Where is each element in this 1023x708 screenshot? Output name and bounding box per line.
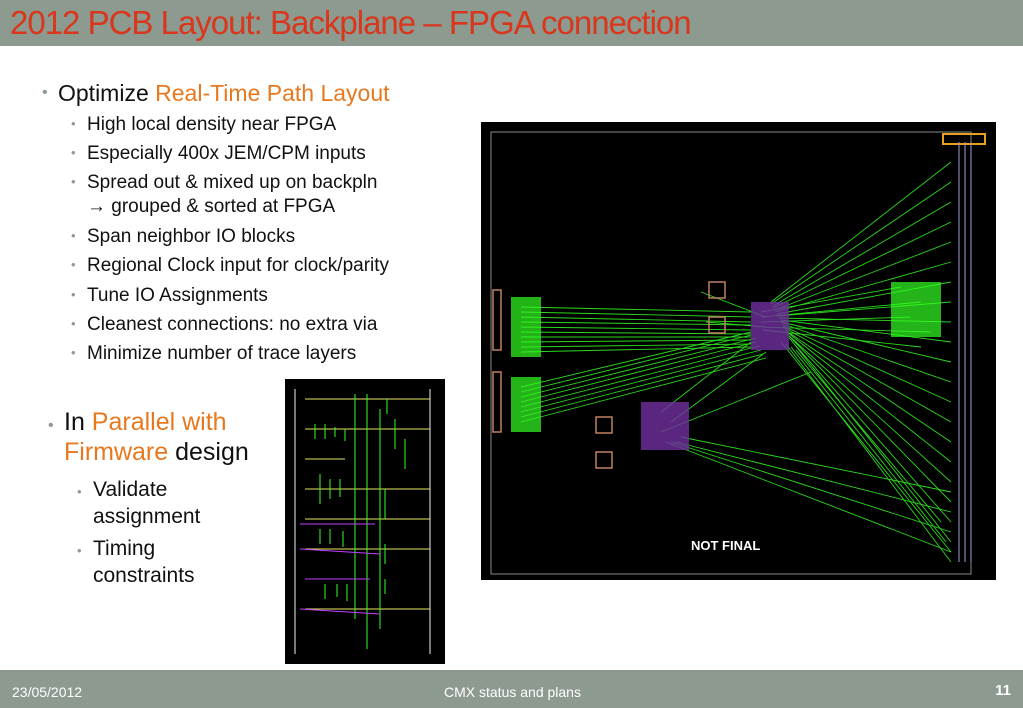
bullet-highlight: Real-Time Path Layout: [155, 80, 390, 106]
bullet-dot: •: [42, 84, 48, 101]
slide-title: 2012 PCB Layout: Backplane – FPGA connec…: [10, 4, 692, 41]
bullet-text: In: [64, 408, 92, 436]
sub-bullet-text: Timing: [93, 537, 156, 560]
sub-bullet-text: assignment: [93, 505, 201, 528]
sub-bullet-continuation: → grouped & sorted at FPGA: [87, 196, 335, 218]
pcb-layout-image: [490, 131, 986, 575]
bullet-dot: •: [48, 417, 54, 434]
bullet-highlight: Firmware: [64, 438, 169, 466]
sub-bullet-text: Validate: [93, 478, 168, 501]
sub-bullet-text: High local density near FPGA: [87, 114, 337, 135]
sub-bullet-text: → grouped & sorted at FPGA: [87, 196, 336, 217]
title-bar: 2012 PCB Layout: Backplane – FPGA connec…: [0, 0, 1023, 46]
bullet-text: Optimize: [58, 80, 156, 106]
sub-bullet: •Regional Clock input for clock/parity: [71, 255, 390, 276]
sub-bullet-text: Spread out & mixed up on backpln: [87, 172, 378, 193]
sub-bullet: • Validate assignment: [77, 478, 201, 528]
sub-bullet-text: Minimize number of trace layers: [87, 343, 357, 364]
sub-bullet: •Span neighbor IO blocks: [71, 226, 296, 247]
timing-waveform-image: [294, 389, 431, 654]
sub-bullet: •High local density near FPGA: [71, 114, 337, 135]
sub-bullet-text: Cleanest connections: no extra via: [87, 314, 378, 335]
footer-title: CMX status and plans: [444, 684, 581, 700]
sub-bullet: •Tune IO Assignments: [71, 285, 268, 306]
bullet-parallel: • In Parallel with Firmware design: [48, 407, 249, 467]
sub-bullet-text: Regional Clock input for clock/parity: [87, 255, 390, 276]
timing-screenshot: [285, 379, 445, 664]
footer-date: 23/05/2012: [12, 684, 83, 700]
bullet-optimize: • Optimize Real-Time Path Layout: [42, 80, 390, 107]
sub-bullet: •Minimize number of trace layers: [71, 343, 357, 364]
sub-bullet-text: constraints: [93, 564, 195, 587]
sub-bullet: • Timing constraints: [77, 537, 195, 587]
footer-bar: 23/05/2012 CMX status and plans 11: [0, 670, 1023, 708]
sub-bullet: •Cleanest connections: no extra via: [71, 314, 378, 335]
sub-bullet: •Spread out & mixed up on backpln: [71, 172, 378, 193]
page-number: 11: [995, 682, 1011, 699]
bullet-highlight: Parallel with: [91, 408, 227, 436]
sub-bullet-text: Tune IO Assignments: [87, 285, 268, 306]
not-final-label: NOT FINAL: [691, 538, 761, 553]
bullet-text: design: [168, 438, 249, 466]
sub-bullet-text: Especially 400x JEM/CPM inputs: [87, 143, 366, 164]
sub-bullet-text: Span neighbor IO blocks: [87, 226, 296, 247]
pcb-layout-screenshot: NOT FINAL: [481, 122, 996, 580]
sub-bullet: •Especially 400x JEM/CPM inputs: [71, 143, 366, 164]
